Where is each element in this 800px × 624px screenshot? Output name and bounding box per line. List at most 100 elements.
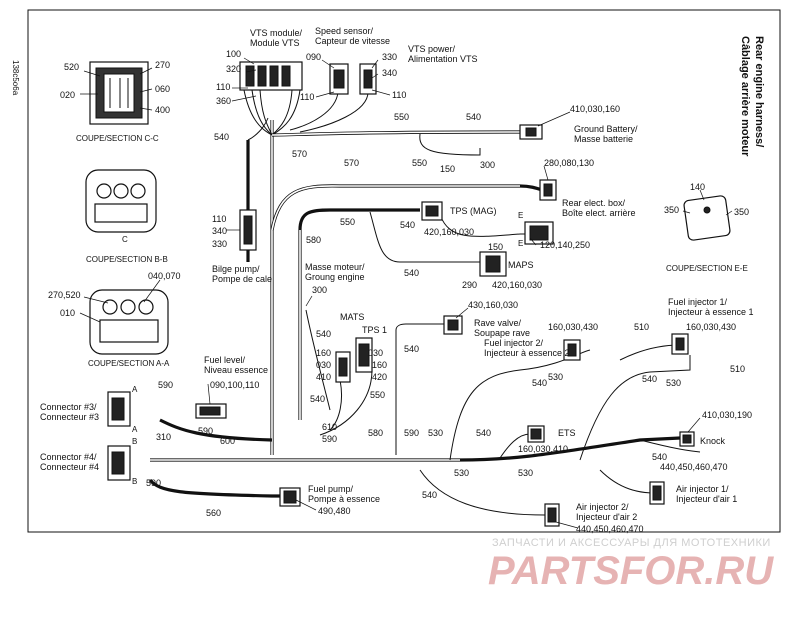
svg-text:280,080,130: 280,080,130 bbox=[544, 158, 594, 168]
svg-text:Connector #3/: Connector #3/ bbox=[40, 402, 97, 412]
connector-vts-module bbox=[239, 61, 303, 91]
svg-text:COUPE/SECTION A-A: COUPE/SECTION A-A bbox=[88, 359, 170, 368]
svg-text:540: 540 bbox=[400, 220, 415, 230]
harness-bundles bbox=[148, 89, 701, 516]
svg-text:550: 550 bbox=[412, 158, 427, 168]
svg-text:270: 270 bbox=[155, 60, 170, 70]
svg-text:290: 290 bbox=[462, 280, 477, 290]
svg-text:580: 580 bbox=[306, 235, 321, 245]
component-labels: VTS module/ Module VTS Speed sensor/ Cap… bbox=[40, 26, 754, 522]
svg-text:Injecteur à essence 1: Injecteur à essence 1 bbox=[668, 307, 754, 317]
connector-air-injector-1 bbox=[649, 481, 665, 505]
svg-text:Air injector 1/: Air injector 1/ bbox=[676, 484, 729, 494]
connector-e-box bbox=[524, 221, 554, 245]
svg-text:540: 540 bbox=[652, 452, 667, 462]
svg-text:610: 610 bbox=[322, 422, 337, 432]
svg-text:PARTSFOR.RU: PARTSFOR.RU bbox=[488, 549, 774, 593]
svg-text:350: 350 bbox=[664, 205, 679, 215]
svg-text:TPS (MAG): TPS (MAG) bbox=[450, 206, 497, 216]
svg-text:Boîte elect. arrière: Boîte elect. arrière bbox=[562, 208, 636, 218]
svg-text:C: C bbox=[122, 235, 128, 244]
svg-text:110: 110 bbox=[392, 90, 406, 100]
svg-text:ETS: ETS bbox=[558, 428, 576, 438]
svg-text:010: 010 bbox=[60, 308, 75, 318]
svg-text:040,070: 040,070 bbox=[148, 271, 181, 281]
svg-text:560: 560 bbox=[206, 508, 221, 518]
svg-text:530: 530 bbox=[428, 428, 443, 438]
svg-text:Connector #4/: Connector #4/ bbox=[40, 452, 97, 462]
svg-text:510: 510 bbox=[730, 364, 745, 374]
svg-text:030: 030 bbox=[368, 348, 383, 358]
svg-text:540: 540 bbox=[476, 428, 491, 438]
svg-text:Fuel level/: Fuel level/ bbox=[204, 355, 246, 365]
svg-text:590: 590 bbox=[146, 478, 161, 488]
section-a-a: 270,520 040,070 010 COUPE/SECTION A-A bbox=[48, 271, 181, 368]
svg-text:320: 320 bbox=[226, 64, 241, 74]
svg-text:Groung engine: Groung engine bbox=[305, 272, 365, 282]
connector-3 bbox=[107, 391, 131, 427]
svg-text:430,160,030: 430,160,030 bbox=[468, 300, 518, 310]
svg-text:420,160,030: 420,160,030 bbox=[424, 227, 474, 237]
connector-fuel-injector-1 bbox=[671, 333, 689, 355]
connector-fuel-injector-2 bbox=[563, 339, 581, 361]
svg-text:Rave valve/: Rave valve/ bbox=[474, 318, 522, 328]
svg-text:060: 060 bbox=[155, 84, 170, 94]
svg-text:410: 410 bbox=[316, 372, 331, 382]
svg-text:Pompe à essence: Pompe à essence bbox=[308, 494, 380, 504]
svg-text:530: 530 bbox=[454, 468, 469, 478]
svg-text:550: 550 bbox=[370, 390, 385, 400]
svg-text:A: A bbox=[132, 385, 138, 394]
connector-speed-sensor bbox=[329, 63, 349, 95]
watermark: ЗАПЧАСТИ И АКСЕССУАРЫ ДЛЯ МОТОТЕХНИКИ PA… bbox=[488, 537, 774, 593]
svg-text:B: B bbox=[132, 437, 137, 446]
svg-text:340: 340 bbox=[212, 226, 227, 236]
section-b-b: C COUPE/SECTION B-B bbox=[85, 169, 168, 264]
svg-text:570: 570 bbox=[292, 149, 307, 159]
svg-text:540: 540 bbox=[466, 112, 481, 122]
svg-text:Module VTS: Module VTS bbox=[250, 38, 300, 48]
svg-text:Masse batterie: Masse batterie bbox=[574, 134, 633, 144]
svg-text:350: 350 bbox=[734, 207, 749, 217]
svg-text:Fuel pump/: Fuel pump/ bbox=[308, 484, 354, 494]
svg-text:COUPE/SECTION E-E: COUPE/SECTION E-E bbox=[666, 264, 748, 273]
section-c-c: 520 270 020 060 400 COUPE/SECTION C-C bbox=[60, 60, 170, 143]
svg-text:160: 160 bbox=[316, 348, 331, 358]
svg-text:150: 150 bbox=[440, 164, 455, 174]
svg-text:Injecteur à essence 2: Injecteur à essence 2 bbox=[484, 348, 570, 358]
svg-text:120,140,250: 120,140,250 bbox=[540, 240, 590, 250]
connector-tps1 bbox=[355, 337, 373, 373]
svg-text:360: 360 bbox=[216, 96, 231, 106]
svg-text:COUPE/SECTION C-C: COUPE/SECTION C-C bbox=[76, 134, 159, 143]
svg-text:570: 570 bbox=[344, 158, 359, 168]
number-leaders bbox=[207, 57, 701, 529]
svg-text:Soupape rave: Soupape rave bbox=[474, 328, 530, 338]
section-e-e: 140 350 350 COUPE/SECTION E-E bbox=[664, 182, 749, 273]
connector-maps bbox=[479, 251, 507, 277]
svg-text:110: 110 bbox=[212, 214, 226, 224]
doc-reference: 138c5o6a bbox=[11, 60, 20, 96]
svg-text:Capteur de vitesse: Capteur de vitesse bbox=[315, 36, 390, 46]
svg-text:420,160,030: 420,160,030 bbox=[492, 280, 542, 290]
svg-text:590: 590 bbox=[198, 426, 213, 436]
svg-text:Rear elect. box/: Rear elect. box/ bbox=[562, 198, 626, 208]
svg-text:540: 540 bbox=[214, 132, 229, 142]
svg-text:540: 540 bbox=[422, 490, 437, 500]
svg-text:530: 530 bbox=[548, 372, 563, 382]
svg-text:E: E bbox=[518, 239, 523, 248]
svg-text:530: 530 bbox=[518, 468, 533, 478]
svg-text:Alimentation VTS: Alimentation VTS bbox=[408, 54, 478, 64]
svg-text:540: 540 bbox=[532, 378, 547, 388]
connector-fuel-pump bbox=[279, 487, 301, 507]
svg-text:410,030,160: 410,030,160 bbox=[570, 104, 620, 114]
svg-text:VTS power/: VTS power/ bbox=[408, 44, 456, 54]
svg-text:Câblage arrière moteur: Câblage arrière moteur bbox=[739, 36, 751, 157]
svg-text:160: 160 bbox=[372, 360, 387, 370]
svg-text:110: 110 bbox=[300, 92, 314, 102]
svg-text:590: 590 bbox=[158, 380, 173, 390]
svg-text:540: 540 bbox=[310, 394, 325, 404]
svg-text:090: 090 bbox=[306, 52, 321, 62]
svg-text:550: 550 bbox=[394, 112, 409, 122]
svg-text:400: 400 bbox=[155, 105, 170, 115]
svg-text:VTS module/: VTS module/ bbox=[250, 28, 303, 38]
svg-text:540: 540 bbox=[404, 344, 419, 354]
